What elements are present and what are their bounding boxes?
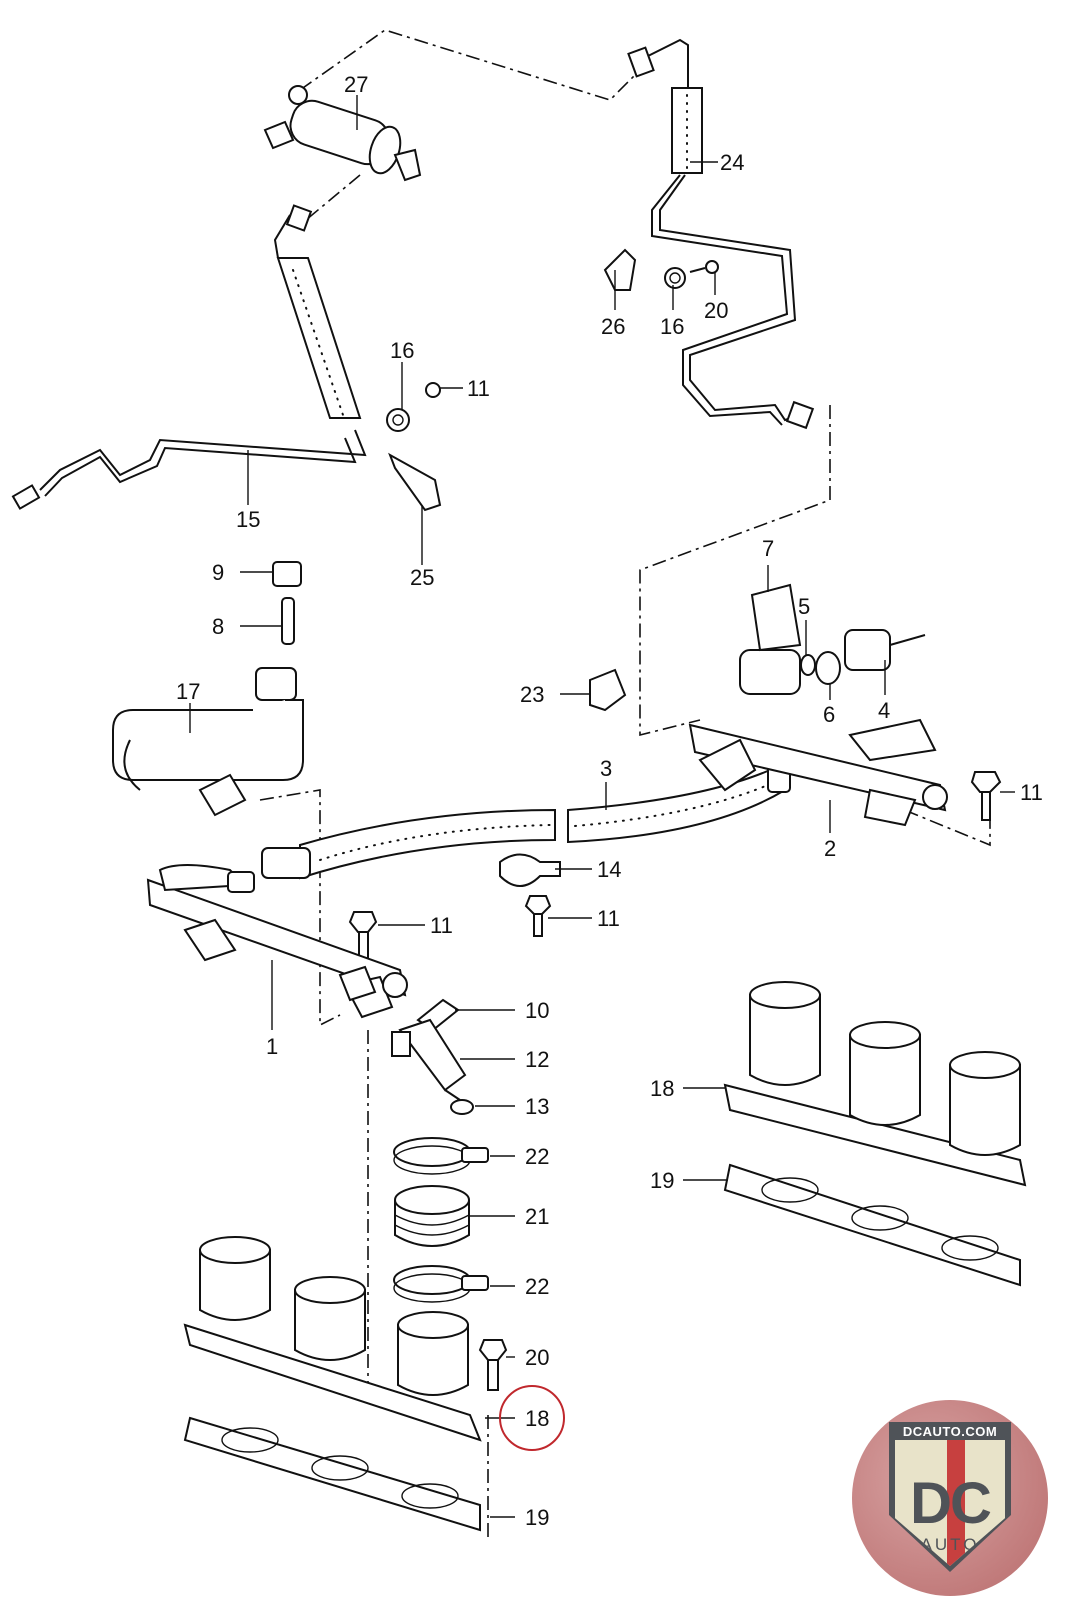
part-6-seal-ring[interactable] [815, 651, 841, 685]
callout-21: 21 [525, 1204, 549, 1229]
callout-17: 17 [176, 679, 200, 704]
part-19-gasket-lower[interactable] [183, 1416, 481, 1532]
callout-5: 5 [798, 594, 810, 619]
part-13-o-ring[interactable] [450, 1099, 474, 1115]
part-18-intake-manifold-right[interactable] [723, 981, 1027, 1187]
callout-13: 13 [525, 1094, 549, 1119]
part-1-fuel-rail-left[interactable] [146, 864, 408, 1019]
part-11-bolt-left[interactable] [348, 911, 378, 959]
callout-19: 19 [525, 1505, 549, 1530]
highlight-circle [499, 1385, 565, 1451]
callout-16: 16 [660, 314, 684, 339]
callout-27: 27 [344, 72, 368, 97]
callout-8: 8 [212, 614, 224, 639]
part-2-fuel-rail-right[interactable] [688, 649, 948, 827]
callout-11: 11 [597, 906, 620, 931]
callout-labels: 27 24 26 16 20 16 11 15 25 9 8 7 5 17 23… [176, 72, 1043, 1530]
leader-lines [189, 95, 1015, 1518]
part-18-intake-manifold-lower[interactable] [183, 1236, 482, 1442]
callout-15: 15 [236, 507, 260, 532]
dcauto-logo: DCAUTO.COM DC AUTO [852, 1400, 1048, 1596]
logo-brand-text: DC [910, 1471, 992, 1536]
part-11-bolt-right[interactable] [970, 771, 1002, 821]
part-4-pressure-regulator[interactable] [844, 629, 926, 671]
callout-7: 7 [762, 536, 774, 561]
callout-1: 1 [266, 1034, 278, 1059]
callout-22: 22 [525, 1144, 549, 1169]
callout-19: 19 [650, 1168, 674, 1193]
connection-lines [259, 29, 991, 1540]
callout-11: 11 [467, 376, 490, 401]
callout-22: 22 [525, 1274, 549, 1299]
callout-2: 2 [824, 836, 836, 861]
part-8-valve[interactable] [281, 597, 295, 645]
callout-26: 26 [601, 314, 625, 339]
callout-25: 25 [410, 565, 434, 590]
part-19-gasket-right[interactable] [723, 1163, 1021, 1287]
callout-18: 18 [650, 1076, 674, 1101]
callout-18-highlighted: 18 [525, 1406, 549, 1431]
part-16-clip-upper[interactable] [664, 267, 686, 289]
part-7-clip[interactable] [750, 583, 802, 652]
callout-14: 14 [597, 857, 621, 882]
callout-16: 16 [390, 338, 414, 363]
part-20-bolt-upper[interactable] [689, 260, 719, 274]
part-20-bolt-lower[interactable] [478, 1339, 508, 1391]
part-23-clip[interactable] [589, 668, 627, 712]
part-12-fuel-injector[interactable] [391, 1018, 467, 1101]
part-21-intake-boot[interactable] [394, 1185, 470, 1247]
callout-10: 10 [525, 998, 549, 1023]
callout-12: 12 [525, 1047, 549, 1072]
callout-24: 24 [720, 150, 744, 175]
callout-23: 23 [520, 682, 544, 707]
callout-6: 6 [823, 702, 835, 727]
logo-shield: DCAUTO.COM DC AUTO [889, 1422, 1011, 1572]
part-17-fuel-hose[interactable] [112, 667, 304, 817]
callout-20: 20 [525, 1345, 549, 1370]
part-5-o-ring[interactable] [800, 654, 816, 676]
part-11-bolt-upper[interactable] [425, 382, 441, 398]
callout-9: 9 [212, 560, 224, 585]
callout-4: 4 [878, 698, 890, 723]
part-27-fuel-filter[interactable] [263, 85, 422, 182]
part-16-clip-mid[interactable] [386, 408, 410, 432]
callout-11: 11 [430, 913, 453, 938]
callout-11: 11 [1020, 780, 1043, 805]
part-15-fuel-line[interactable] [11, 204, 367, 510]
part-14-clamp[interactable] [499, 853, 561, 887]
logo-sub-text: AUTO [920, 1535, 980, 1554]
callout-20: 20 [704, 298, 728, 323]
part-26-bracket[interactable] [603, 248, 637, 291]
logo-site-text: DCAUTO.COM [902, 1424, 998, 1439]
part-25-bracket[interactable] [388, 452, 442, 512]
part-22-hose-clamp-lower[interactable] [393, 1265, 489, 1303]
callout-3: 3 [600, 756, 612, 781]
part-22-hose-clamp-upper[interactable] [393, 1137, 489, 1175]
part-11-bolt-mid[interactable] [524, 895, 552, 937]
part-24-fuel-line[interactable] [627, 38, 815, 430]
part-9-cap[interactable] [272, 561, 302, 587]
